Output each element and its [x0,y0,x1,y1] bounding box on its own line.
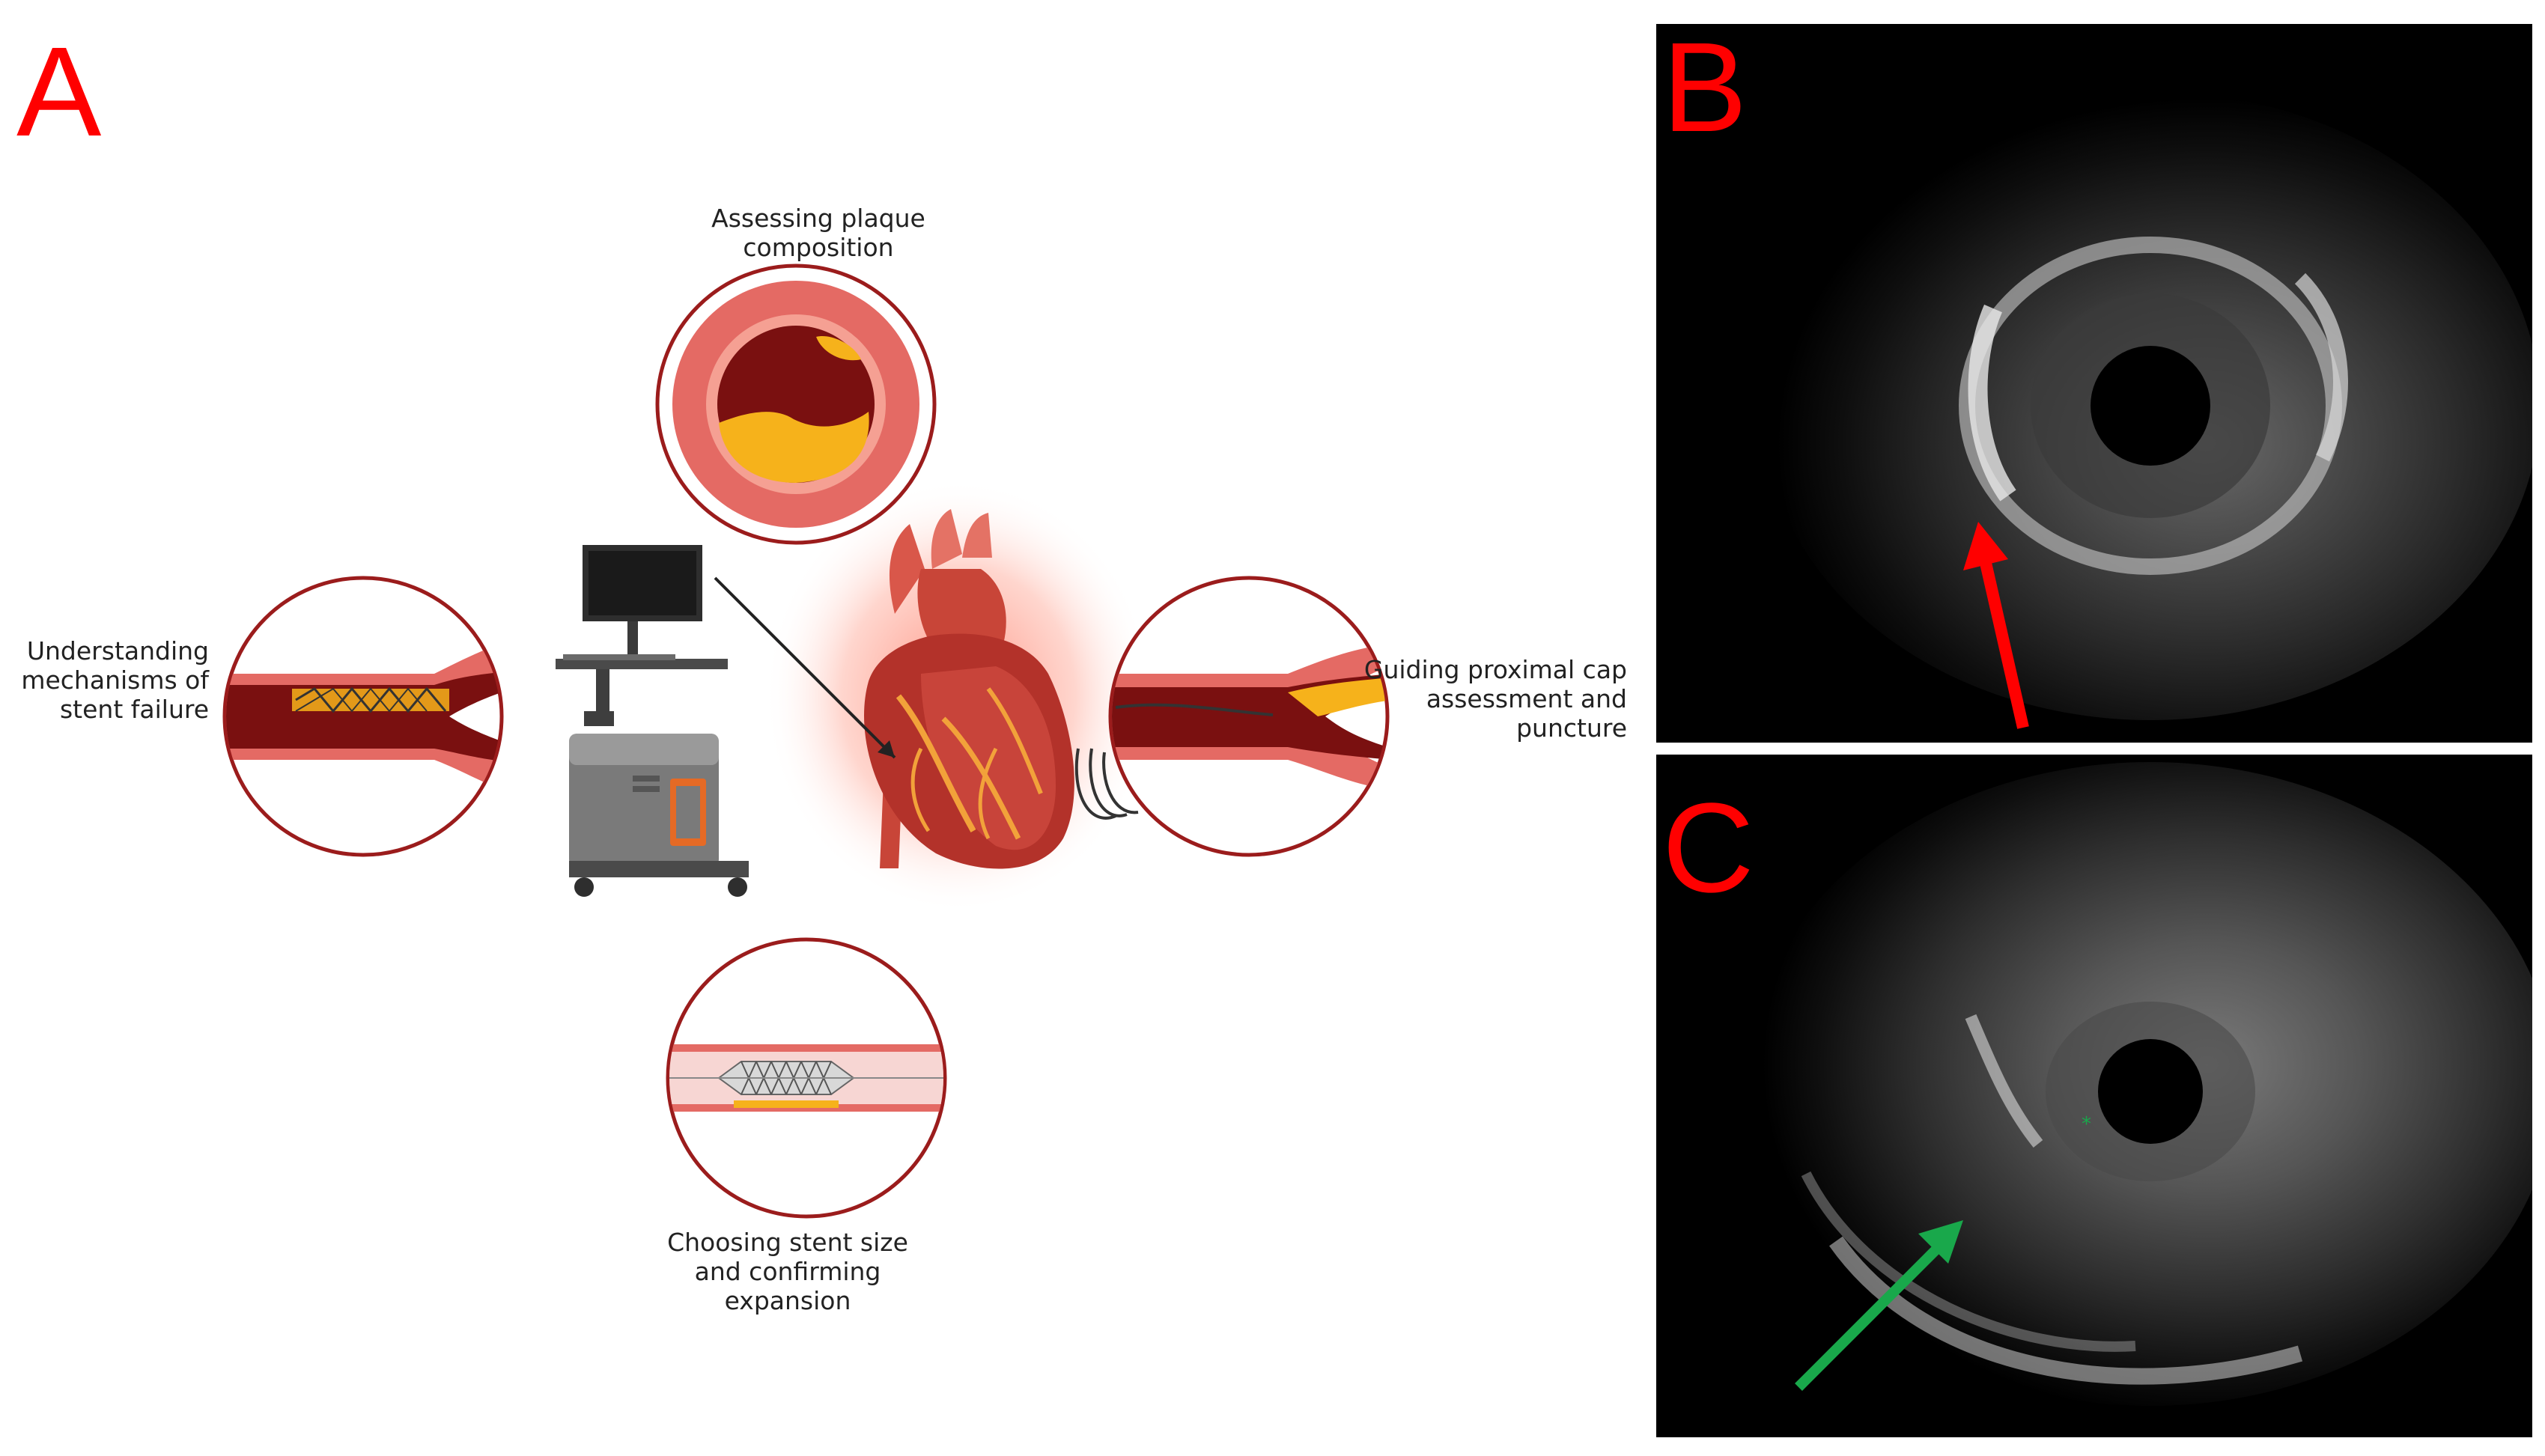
caption-line: Understanding [26,636,209,665]
caption-plaque-composition: Assessing plaque composition [711,204,925,262]
caption-stent-size: Choosing stent size and confirming expan… [667,1228,908,1315]
panel-letter-b: B [1662,24,1748,159]
caption-line: assessment and [1426,684,1627,713]
caption-line: composition [743,233,894,262]
green-asterisk: * [2082,1113,2091,1136]
caption-line: expansion [724,1286,851,1315]
caption-line: and confirming [694,1257,881,1286]
red-arrow [1963,522,2029,729]
ivus-image-b: B [1656,24,2532,743]
caption-line: mechanisms of [21,665,209,695]
panel-letter-a: A [16,21,102,163]
caption-line: Guiding proximal cap [1363,655,1627,684]
caption-line: Assessing plaque [711,204,925,233]
caption-stent-failure: Understanding mechanisms of stent failur… [21,636,209,724]
caption-line: Choosing stent size [667,1228,908,1257]
ivus-image-c: * C [1656,755,2532,1437]
caption-line: stent failure [59,695,209,724]
green-arrow [1795,1220,1963,1391]
panel-letter-c: C [1662,777,1754,919]
ivus-scan-b [1761,91,2532,720]
caption-line: puncture [1516,713,1627,743]
caption-proximal-cap: Guiding proximal cap assessment and punc… [1364,655,1627,743]
